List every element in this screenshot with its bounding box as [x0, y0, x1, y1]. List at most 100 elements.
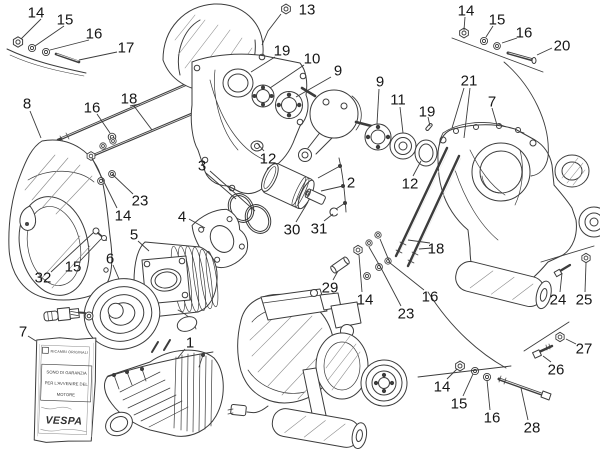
part-number-27: 27: [576, 340, 593, 357]
part-number-16: 16: [516, 24, 533, 41]
leader-line-4: [188, 218, 206, 229]
engine-assembly-drawing: [227, 288, 408, 450]
leader-line-12: [256, 142, 265, 152]
leader-line-27: [565, 338, 577, 345]
washer-glyph: [482, 372, 492, 382]
part-number-13: 13: [299, 1, 316, 18]
leader-line-15: [34, 25, 65, 47]
leader-line-14: [20, 18, 42, 40]
washer-glyph: [374, 231, 382, 239]
part-number-12: 12: [402, 175, 419, 192]
part-number-10: 10: [304, 50, 321, 67]
washer-glyph: [363, 272, 371, 280]
leader-line-24: [559, 272, 563, 293]
nut-glyph: [581, 252, 591, 264]
leader-line-6: [112, 264, 120, 280]
washer-glyph: [27, 43, 37, 53]
leader-line-31: [323, 213, 334, 222]
part-number-5: 5: [130, 226, 138, 243]
leader-line-11: [399, 106, 404, 134]
fan-cover-drawing: [8, 139, 113, 301]
leader-line-2: [317, 165, 341, 179]
washer-glyph: [84, 311, 94, 321]
leader-line-21: [451, 87, 465, 129]
leader-line-18: [418, 247, 433, 250]
crankcase-right-drawing: [394, 122, 600, 310]
part-number-24: 24: [550, 291, 567, 308]
booklet-brand-logo: VESPA: [45, 414, 82, 427]
leader-line-3: [209, 170, 256, 212]
leader-line-3: [205, 172, 237, 200]
leader-line-15: [79, 238, 102, 262]
spark-plug-drawing: [43, 307, 86, 322]
booklet-line-3: MOTORE: [57, 392, 76, 398]
leader-line-14: [91, 157, 118, 209]
parts-booklet: RICAMBI ORIGINALI SONO DI GARANZIA PER L…: [33, 337, 97, 443]
piston-group-drawing: [227, 157, 347, 234]
part-number-14: 14: [357, 291, 374, 308]
leader-line-12: [412, 160, 422, 177]
nut-glyph: [353, 244, 363, 256]
part-number-3: 3: [198, 157, 206, 174]
part-number-20: 20: [554, 37, 571, 54]
washer-glyph: [493, 42, 501, 50]
leader-line-10: [269, 64, 305, 89]
part-number-21: 21: [461, 72, 478, 89]
part-number-15: 15: [451, 395, 468, 412]
part-number-2: 2: [347, 174, 355, 191]
leader-line-32: [50, 232, 94, 273]
part-number-9: 9: [376, 73, 384, 90]
leader-line-15: [462, 373, 474, 397]
cable-and-rod-drawing: [6, 48, 87, 77]
part-number-12: 12: [260, 150, 277, 167]
leader-line-9: [376, 88, 380, 125]
leader-line-9: [295, 76, 332, 98]
cylinder-assembly-drawing: [104, 339, 224, 437]
part-number-15: 15: [489, 11, 506, 28]
washer-glyph: [365, 239, 373, 247]
nut-glyph: [86, 151, 96, 161]
leader-line-8: [29, 110, 42, 139]
part-number-19: 19: [274, 42, 291, 59]
leader-line-14: [446, 368, 458, 380]
part-number-7: 7: [488, 93, 496, 110]
leader-line-21: [463, 87, 471, 139]
leader-line-16: [49, 39, 90, 51]
booklet-line-1: SONO DI GARANZIA: [46, 369, 87, 375]
part-number-30: 30: [284, 221, 301, 238]
leader-line-17: [78, 51, 118, 61]
part-number-4: 4: [178, 208, 186, 225]
part-number-16: 16: [484, 409, 501, 426]
leader-line-26: [542, 355, 552, 363]
small-hardware-drawing: [330, 51, 572, 401]
leader-line-23: [368, 246, 402, 307]
leader-line-19: [427, 116, 431, 127]
leader-line-2: [320, 185, 344, 192]
leader-line-14: [358, 254, 363, 293]
part-number-11: 11: [390, 91, 406, 108]
leader-line-14: [463, 16, 466, 31]
leader-line-5: [137, 240, 150, 252]
part-number-18: 18: [121, 90, 138, 107]
part-number-16: 16: [422, 288, 439, 305]
leader-line-1: [176, 348, 186, 360]
part-number-23: 23: [398, 305, 415, 322]
leader-line-7: [27, 335, 37, 342]
washer-glyph: [109, 137, 117, 145]
part-number-9: 9: [334, 62, 342, 79]
leader-line-15: [485, 25, 494, 38]
part-number-15: 15: [65, 258, 82, 275]
leader-line-29: [332, 270, 339, 281]
washer-glyph: [41, 47, 51, 57]
part-number-23: 23: [132, 192, 149, 209]
part-number-14: 14: [458, 2, 475, 19]
part-number-1: 1: [186, 334, 194, 351]
leader-line-28: [520, 387, 529, 421]
leader-line-18: [129, 103, 141, 107]
leader-line-13: [261, 13, 282, 46]
part-number-25: 25: [576, 291, 593, 308]
leader-line-16: [486, 379, 491, 411]
washer-glyph: [479, 36, 489, 46]
